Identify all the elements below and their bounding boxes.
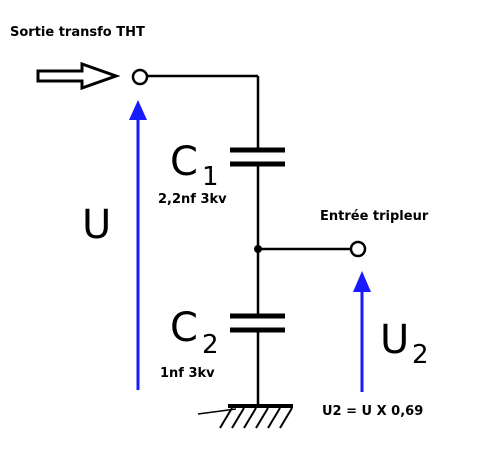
junction-node: [254, 245, 262, 253]
c2-label: C 2: [170, 305, 219, 360]
c1-symbol: C: [170, 139, 198, 185]
voltage-u2-label: U 2: [380, 317, 429, 370]
input-terminal: [131, 68, 149, 86]
voltage-u2-symbol: U: [380, 317, 409, 363]
voltage-arrow-u2: [353, 271, 371, 392]
formula-label: U2 = U X 0,69: [322, 404, 423, 419]
c2-symbol: C: [170, 305, 198, 351]
c1-index: 1: [202, 162, 219, 192]
capacitor-c1: [230, 147, 285, 167]
input-title: Sortie transfo THT: [10, 25, 145, 40]
voltage-u-label: U: [82, 202, 111, 248]
hollow-right-arrow-icon: [36, 61, 121, 91]
capacitor-c2: [230, 313, 285, 333]
voltage-u2-index: 2: [412, 340, 429, 370]
c1-value: 2,2nf 3kv: [158, 192, 227, 207]
output-terminal: [349, 240, 367, 258]
c1-label: C 1: [170, 139, 219, 192]
c2-value: 1nf 3kv: [160, 366, 215, 381]
circuit-wires: [147, 74, 351, 405]
ground-icon: [197, 404, 293, 429]
voltage-arrow-u: [129, 100, 147, 390]
c2-index: 2: [202, 330, 219, 360]
output-title: Entrée tripleur: [320, 209, 429, 224]
